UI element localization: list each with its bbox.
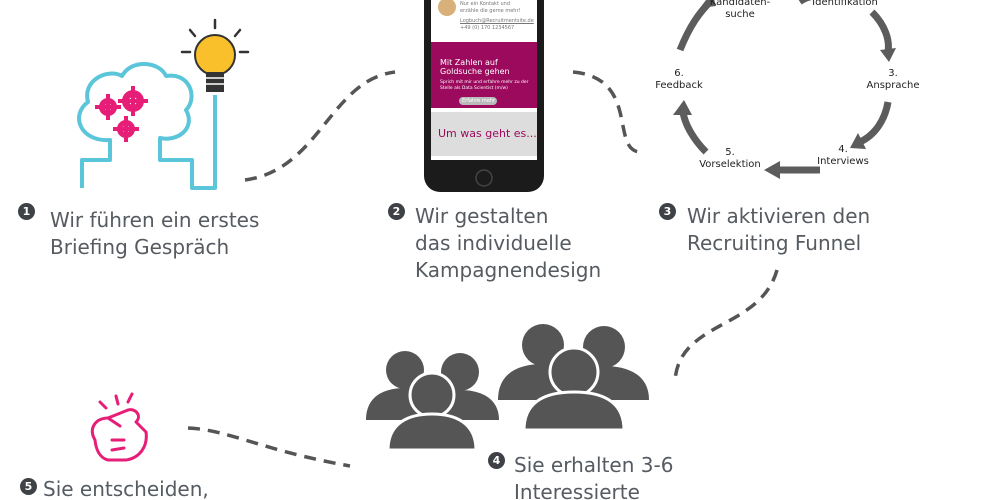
smartphone-icon [424, 0, 544, 192]
step-text-1: Wir führen ein erstes Briefing Gespräch [50, 208, 260, 259]
funnel-label-ansprache: 3. Ansprache [866, 68, 920, 91]
phone-banner-text: Sprich mit mir und erfahre mehr zu der S… [440, 80, 529, 91]
phone-contact-line1: Nur ein Kontakt und [460, 1, 511, 7]
step-number-5: 5 [20, 478, 37, 495]
step-number-1: 1 [18, 203, 35, 220]
pointing-hand-icon [90, 392, 148, 462]
step-text-4: Sie erhalten 3-6 Interessierte [514, 453, 674, 500]
step-text-2: Wir gestalten das individuelle Kampagnen… [415, 204, 602, 282]
connector-lines [187, 70, 779, 468]
step-text-5: Sie entscheiden, [43, 477, 209, 500]
phone-contact-line2: erzähle die gerne mehr! [460, 8, 521, 14]
phone-banner-title: Mit Zahlen auf Goldsuche gehen [440, 58, 510, 76]
step-text-3: Wir aktivieren den Recruiting Funnel [687, 204, 871, 255]
funnel-label-kandidatensuche: Kandidaten- suche [709, 0, 771, 20]
funnel-label-vorselektion: 5. Vorselektion [699, 147, 761, 170]
funnel-label-identifikation: Identifikation [812, 0, 878, 8]
step-number-4: 4 [488, 452, 505, 469]
funnel-label-feedback: 6. Feedback [655, 68, 703, 91]
light-bulb-icon [180, 18, 250, 92]
step-number-3: 3 [659, 203, 676, 220]
funnel-label-interviews: 4. Interviews [817, 144, 869, 167]
phone-email: Logbuch@Recruitmentsite.de [460, 18, 534, 24]
cycle-arrows-icon [673, 0, 896, 179]
phone-number: +49 (0) 170 1234567 [460, 25, 515, 31]
people-group-icon [366, 324, 649, 452]
head-gears-icon [77, 61, 217, 190]
phone-cta-button[interactable]: Erfahre mehr [462, 97, 495, 104]
step-number-2: 2 [388, 203, 405, 220]
phone-heading: Um was geht es... [438, 127, 537, 140]
